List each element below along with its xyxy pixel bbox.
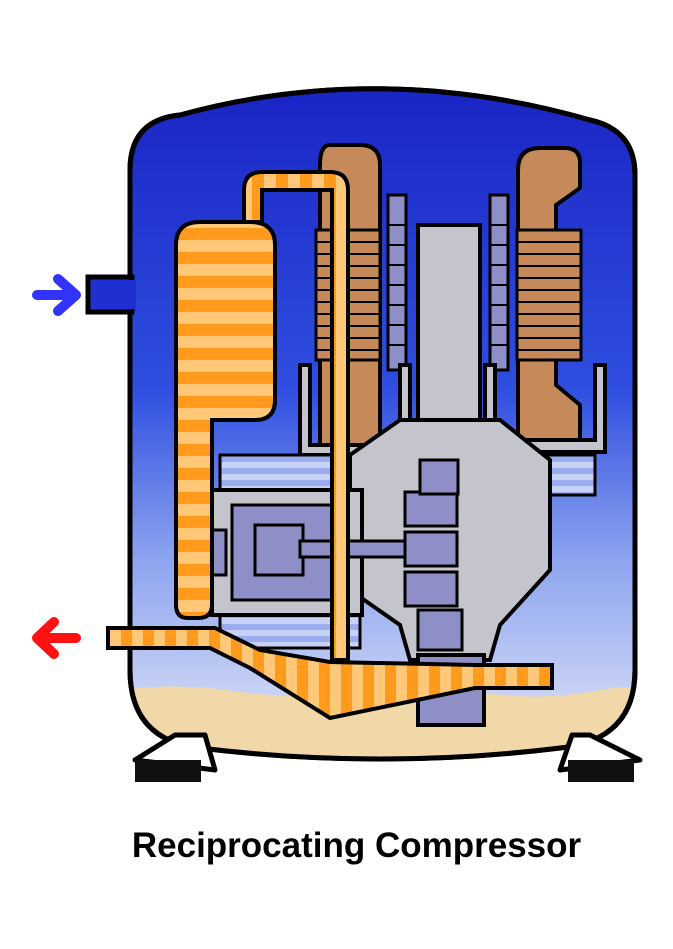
suction-inlet-stub [85, 274, 135, 315]
outlet-arrow-icon [32, 617, 81, 659]
crankshaft-top [416, 223, 482, 452]
connecting-rod [298, 539, 412, 559]
rotor-left [386, 193, 408, 372]
right-foot [557, 732, 643, 782]
diagram-caption: Reciprocating Compressor [131, 826, 582, 865]
piston [253, 523, 305, 577]
crankshaft-throws [403, 458, 464, 652]
stator-right [515, 228, 583, 362]
rotor-right [488, 193, 510, 372]
oil-sump [130, 685, 635, 759]
cooling-chamber-right [543, 453, 597, 497]
discharge-line [106, 626, 554, 721]
suction-pipe [242, 170, 350, 662]
suction-accumulator [174, 220, 277, 620]
compressor-diagram [32, 86, 643, 782]
valve-plate [210, 528, 228, 577]
inlet-arrow-icon [32, 274, 81, 316]
left-foot [132, 732, 218, 782]
